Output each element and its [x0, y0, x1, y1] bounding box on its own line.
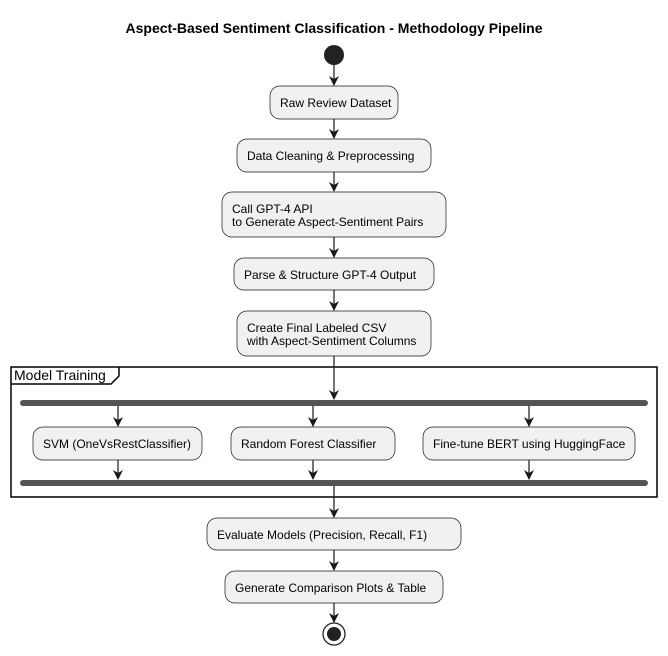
- svg-text:to Generate Aspect-Sentiment P: to Generate Aspect-Sentiment Pairs: [232, 215, 423, 229]
- svg-text:Generate Comparison Plots & Ta: Generate Comparison Plots & Table: [235, 581, 427, 595]
- svg-text:Fine-tune BERT using HuggingFa: Fine-tune BERT using HuggingFace: [433, 437, 626, 451]
- step-data-cleaning: Data Cleaning & Preprocessing: [236, 138, 432, 173]
- step-label: Create Final Labeled CSV: [247, 321, 386, 335]
- branch-svm: SVM (OneVsRestClassifier): [32, 426, 203, 461]
- svg-text:Evaluate Models (Precision, Re: Evaluate Models (Precision, Recall, F1): [217, 528, 427, 542]
- branch-bert: Fine-tune BERT using HuggingFace: [422, 426, 636, 461]
- end-node: [322, 622, 346, 646]
- svg-text:Create Final Labeled CSV: Create Final Labeled CSV: [247, 321, 386, 335]
- svg-text:Raw Review Dataset: Raw Review Dataset: [280, 96, 392, 110]
- group-label: Model Training: [14, 367, 106, 383]
- branch-random-forest: Random Forest Classifier: [230, 426, 396, 461]
- step-label: to Generate Aspect-Sentiment Pairs: [232, 215, 423, 229]
- fork-bar: [20, 400, 648, 406]
- step-call-gpt4-api: Call GPT-4 API to Generate Aspect-Sentim…: [221, 191, 447, 238]
- step-label: Parse & Structure GPT-4 Output: [244, 268, 417, 282]
- step-label: Generate Comparison Plots & Table: [235, 581, 427, 595]
- svg-text:Random Forest Classifier: Random Forest Classifier: [241, 437, 376, 451]
- branch-label: Random Forest Classifier: [241, 437, 376, 451]
- diagram-title: Aspect-Based Sentiment Classification - …: [126, 20, 543, 36]
- branch-label: Fine-tune BERT using HuggingFace: [433, 437, 626, 451]
- step-generate-plots: Generate Comparison Plots & Table: [224, 570, 444, 604]
- svg-text:with Aspect-Sentiment Columns: with Aspect-Sentiment Columns: [246, 334, 416, 348]
- start-node: [324, 45, 344, 65]
- step-label: Data Cleaning & Preprocessing: [247, 149, 414, 163]
- svg-text:Call GPT-4 API: Call GPT-4 API: [232, 202, 313, 216]
- step-label: Evaluate Models (Precision, Recall, F1): [217, 528, 427, 542]
- svg-text:Parse & Structure GPT-4 Output: Parse & Structure GPT-4 Output: [244, 268, 417, 282]
- svg-text:Data Cleaning & Preprocessing: Data Cleaning & Preprocessing: [247, 149, 414, 163]
- step-label: Raw Review Dataset: [280, 96, 392, 110]
- join-bar: [20, 480, 648, 486]
- branch-label: SVM (OneVsRestClassifier): [43, 437, 191, 451]
- step-label: with Aspect-Sentiment Columns: [246, 334, 416, 348]
- step-label: Call GPT-4 API: [232, 202, 313, 216]
- svg-text:SVM (OneVsRestClassifier): SVM (OneVsRestClassifier): [43, 437, 191, 451]
- step-create-csv: Create Final Labeled CSV with Aspect-Sen…: [236, 310, 432, 357]
- step-evaluate-models: Evaluate Models (Precision, Recall, F1): [206, 517, 462, 551]
- step-parse-structure: Parse & Structure GPT-4 Output: [233, 257, 435, 291]
- step-raw-review-dataset: Raw Review Dataset: [269, 85, 399, 120]
